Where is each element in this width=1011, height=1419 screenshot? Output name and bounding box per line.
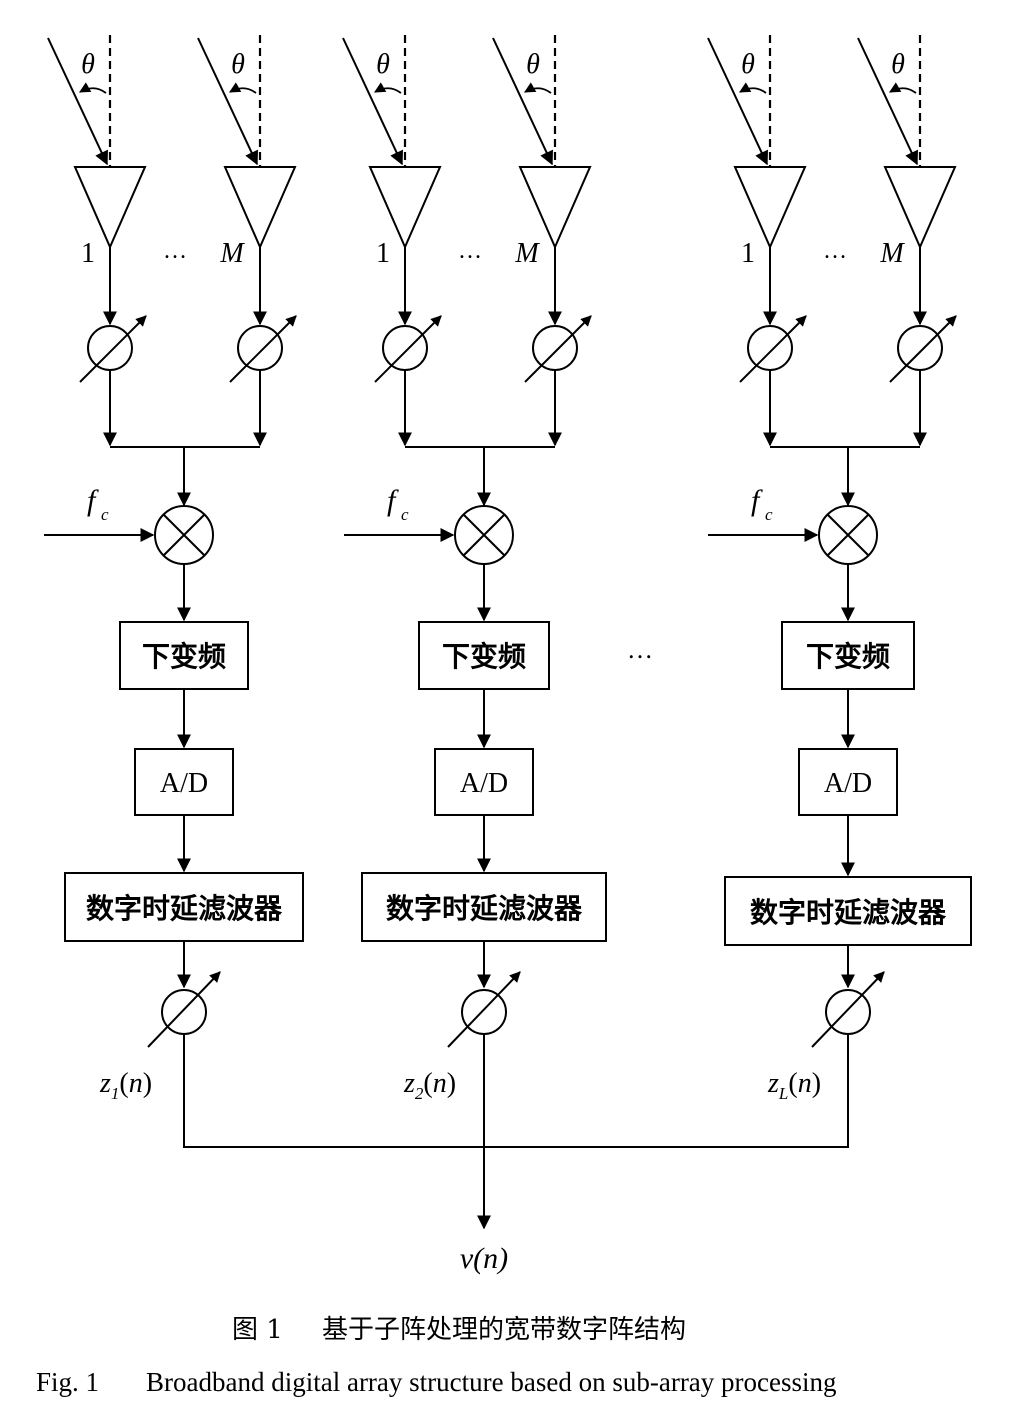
element-dots: … — [163, 238, 187, 264]
phase-shifter-icon — [374, 315, 442, 383]
phase-shifter-icon — [739, 315, 807, 383]
adc-label: A/D — [460, 768, 508, 799]
phase-shifter-icon — [524, 315, 592, 383]
antenna-element: θM — [857, 35, 957, 447]
theta-label: θ — [231, 49, 245, 80]
downconverter-box — [119, 621, 249, 690]
downconverter-label: 下变频 — [442, 640, 526, 673]
delay-filter-box — [361, 872, 607, 942]
downconverter-label: 下变频 — [806, 640, 890, 673]
caption-cn-text: 基于子阵处理的宽带数字阵结构 — [322, 1315, 686, 1345]
element-label-last: M — [219, 238, 245, 269]
weight-phase-shifter-icon — [811, 971, 885, 1048]
subarray-output-label: zL(n) — [767, 1068, 821, 1103]
phase-shifter-icon — [79, 315, 147, 383]
lo-freq-subscript: c — [765, 505, 773, 524]
element-label-last: M — [514, 238, 540, 269]
caption-en-text: Broadband digital array structure based … — [146, 1367, 837, 1397]
lo-freq-label: f — [87, 484, 99, 517]
incident-wave-arrow — [707, 37, 768, 166]
element-dots: … — [823, 238, 847, 264]
delay-filter-box — [724, 876, 972, 946]
antenna-element: θM — [492, 35, 592, 447]
lo-freq-label: f — [751, 484, 763, 517]
adc-label: A/D — [160, 768, 208, 799]
delay-filter-label: 数字时延滤波器 — [750, 896, 947, 929]
phase-shifter-icon — [229, 315, 297, 383]
theta-label: θ — [81, 49, 95, 80]
theta-label: θ — [741, 49, 755, 80]
lo-freq-subscript: c — [101, 505, 109, 524]
delay-filter-label: 数字时延滤波器 — [386, 892, 583, 925]
downconverter-label: 下变频 — [142, 640, 226, 673]
element-dots: … — [458, 238, 482, 264]
antenna-element: θ1 — [47, 35, 147, 447]
output-label: v(n) — [460, 1242, 508, 1275]
antenna-triangle-icon — [883, 166, 957, 250]
adc-box — [434, 748, 534, 816]
downconverter-box — [781, 621, 915, 690]
lo-freq-subscript: c — [401, 505, 409, 524]
lo-freq-label: f — [387, 484, 399, 517]
angle-arc — [889, 82, 917, 94]
adc-box — [134, 748, 234, 816]
mixer-icon — [154, 505, 214, 565]
angle-arc — [374, 82, 402, 94]
angle-arc — [739, 82, 767, 94]
element-label-last: M — [879, 238, 905, 269]
theta-label: θ — [891, 49, 905, 80]
element-label-first: 1 — [376, 238, 390, 269]
antenna-element: θM — [197, 35, 297, 447]
theta-label: θ — [526, 49, 540, 80]
antenna-triangle-icon — [733, 166, 807, 250]
antenna-triangle-icon — [368, 166, 442, 250]
phase-shifter-icon — [889, 315, 957, 383]
subarray-output-label: z2(n) — [403, 1068, 456, 1103]
angle-arc — [79, 82, 107, 94]
antenna-element: θ1 — [707, 35, 807, 447]
incident-wave-arrow — [342, 37, 403, 166]
element-label-first: 1 — [81, 238, 95, 269]
caption-en-label: Fig. 1 — [36, 1367, 99, 1397]
angle-arc — [524, 82, 552, 94]
delay-filter-label: 数字时延滤波器 — [86, 892, 283, 925]
subarray-output-label: z1(n) — [99, 1068, 152, 1103]
incident-wave-arrow — [857, 37, 918, 166]
caption-cn-label: 图 1 — [232, 1315, 283, 1345]
antenna-triangle-icon — [73, 166, 147, 250]
delay-filter-box — [64, 872, 304, 942]
incident-wave-arrow — [197, 37, 258, 166]
antenna-element: θ1 — [342, 35, 442, 447]
incident-wave-arrow — [47, 37, 108, 166]
theta-label: θ — [376, 49, 390, 80]
subarray-dots: … — [627, 635, 653, 664]
element-label-first: 1 — [741, 238, 755, 269]
antenna-triangle-icon — [518, 166, 592, 250]
downconverter-box — [418, 621, 550, 690]
weight-phase-shifter-icon — [147, 971, 221, 1048]
antenna-triangle-icon — [223, 166, 297, 250]
incident-wave-arrow — [492, 37, 553, 166]
adc-label: A/D — [824, 768, 872, 799]
mixer-icon — [818, 505, 878, 565]
mixer-icon — [454, 505, 514, 565]
angle-arc — [229, 82, 257, 94]
